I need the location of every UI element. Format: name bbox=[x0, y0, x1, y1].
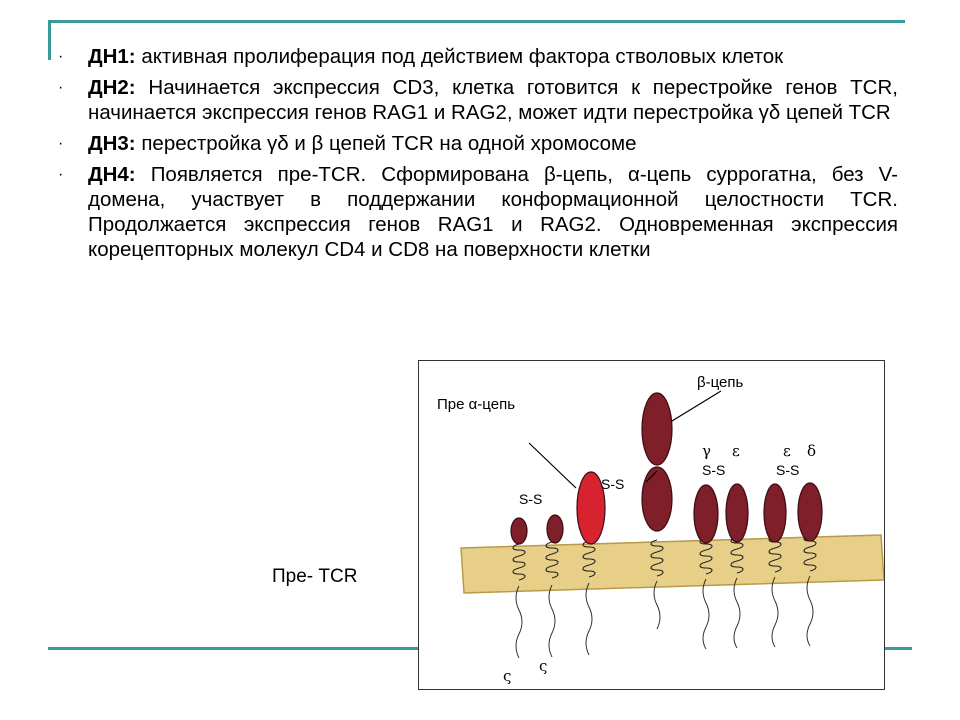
bullet-item-dn3: · ДН3: перестройка γδ и β цепей TCR на о… bbox=[48, 131, 898, 156]
zeta-domain-1 bbox=[510, 517, 528, 545]
ss-bond-label-gamma-epsilon: S-S bbox=[702, 462, 725, 478]
beta-chain-label: β-цепь bbox=[697, 374, 744, 391]
zeta-domain-2 bbox=[546, 514, 564, 544]
bullet-head: ДН2: bbox=[88, 76, 136, 99]
delta-domain bbox=[797, 482, 823, 542]
beta-domain-upper bbox=[641, 392, 673, 466]
bullet-dot: · bbox=[58, 166, 64, 183]
ss-bond-label-left: S-S bbox=[519, 491, 542, 507]
epsilon-label-1: ε bbox=[732, 442, 740, 460]
beta-domain-lower bbox=[641, 466, 673, 532]
bullet-dot: · bbox=[58, 48, 64, 65]
pre-alpha-chain-label: Пре α-цепь bbox=[437, 396, 515, 413]
pointer-lines bbox=[528, 390, 722, 489]
epsilon-label-2: ε bbox=[783, 442, 791, 460]
bullet-text: активная пролиферация под действием факт… bbox=[135, 45, 784, 68]
pre-tcr-diagram: Пре α-цепь β-цепь S-S S-S S-S S-S γ ε ε … bbox=[418, 360, 885, 690]
bullet-text: перестройка γδ и β цепей TCR на одной хр… bbox=[135, 132, 637, 155]
bullet-dot: · bbox=[58, 79, 64, 96]
pre-tcr-diagram-svg: Пре α-цепь β-цепь S-S S-S S-S S-S γ ε ε … bbox=[437, 374, 884, 685]
pre-alpha-domain bbox=[576, 471, 606, 545]
ss-bond-label-epsilon-delta: S-S bbox=[776, 462, 799, 478]
bullet-item-dn1: · ДН1: активная пролиферация под действи… bbox=[48, 44, 898, 69]
bullet-item-dn4: · ДН4: Появляется пре-TCR. Сформирована … bbox=[48, 162, 898, 262]
epsilon-domain-1 bbox=[725, 483, 749, 543]
bullet-text: Начинается экспрессия CD3, клетка готови… bbox=[88, 76, 898, 124]
epsilon-domain-2 bbox=[763, 483, 787, 543]
ss-bond-label-mid: S-S bbox=[601, 476, 624, 492]
cytoplasmic-tails bbox=[515, 575, 814, 659]
bullet-item-dn2: · ДН2: Начинается экспрессия CD3, клетка… bbox=[48, 75, 898, 125]
bullet-head: ДН1: bbox=[88, 45, 136, 68]
extracellular-domains bbox=[510, 392, 823, 545]
bullet-text: Появляется пре-TCR. Сформирована β-цепь,… bbox=[88, 163, 898, 261]
bullet-head: ДН3: bbox=[88, 132, 136, 155]
top-rule bbox=[48, 20, 905, 23]
bullet-dot: · bbox=[58, 135, 64, 152]
zeta-label-2: ς bbox=[539, 657, 547, 675]
bullet-head: ДН4: bbox=[88, 163, 136, 186]
gamma-label: γ bbox=[702, 442, 711, 460]
left-rule bbox=[48, 20, 51, 60]
gamma-domain bbox=[693, 484, 719, 544]
zeta-label-1: ς bbox=[503, 667, 511, 685]
pre-tcr-caption: Пре- TCR bbox=[272, 566, 358, 587]
bullet-list: · ДН1: активная пролиферация под действи… bbox=[48, 44, 898, 268]
delta-label: δ bbox=[807, 442, 816, 460]
